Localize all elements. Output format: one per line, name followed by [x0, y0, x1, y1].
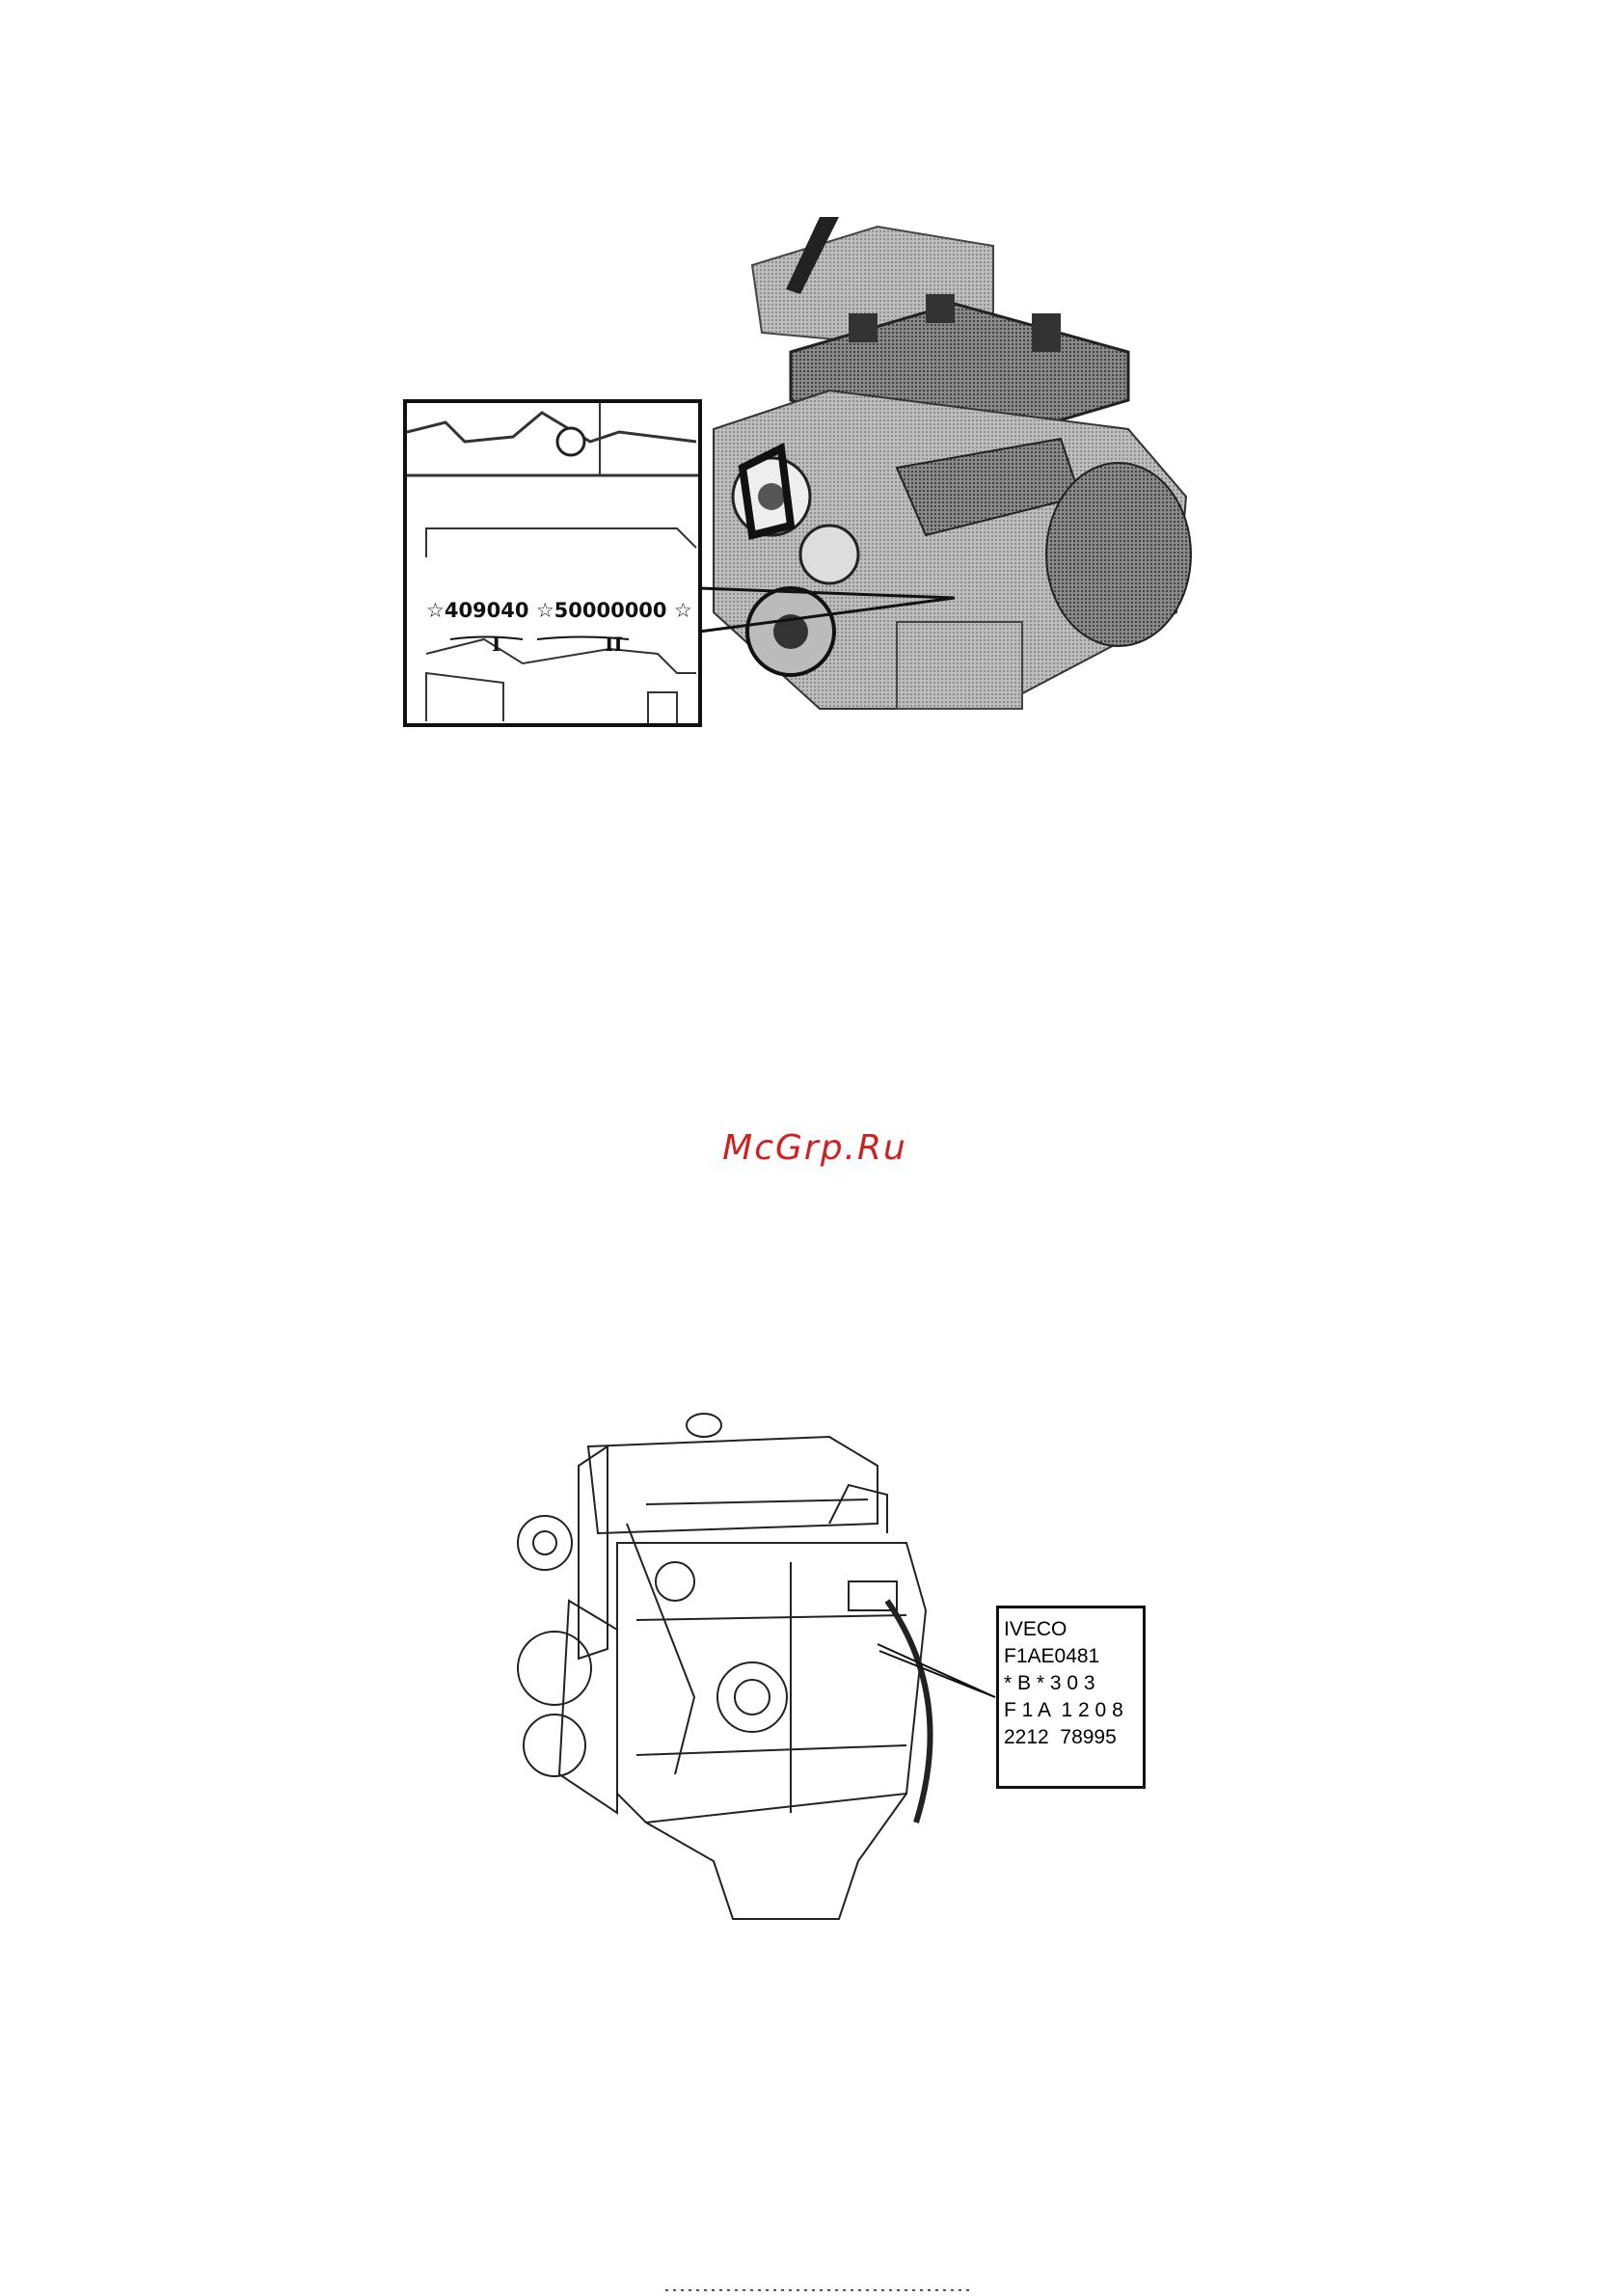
callout-background-drawing	[407, 403, 700, 725]
bottom-engine-illustration	[501, 1408, 1003, 1929]
star-icon: ☆	[426, 599, 445, 622]
engine-model-code: 409040	[445, 599, 529, 622]
plate-engine-code: F1AE0481	[1004, 1643, 1143, 1670]
engine-serial-number: ☆409040 ☆50000000 ☆	[426, 599, 692, 622]
watermark-text: McGrp.Ru	[718, 1128, 911, 1168]
serial-number-callout: ☆409040 ☆50000000 ☆ I II	[403, 399, 702, 727]
star-icon: ☆	[674, 599, 692, 622]
plate-brand: IVECO	[1004, 1616, 1143, 1643]
star-icon: ☆	[536, 599, 554, 622]
label-part-1: I	[492, 633, 500, 656]
engine-id-plate: IVECO F1AE0481 * B * 3 0 3 F 1 A 1 2 0 8…	[996, 1606, 1146, 1789]
footer-scan-artifact	[665, 2287, 974, 2293]
plate-line-4: F 1 A 1 2 0 8	[1004, 1697, 1143, 1724]
top-engine-illustration	[675, 207, 1215, 747]
plate-serial: 2212 78995	[1004, 1724, 1143, 1751]
plate-line-3: * B * 3 0 3	[1004, 1670, 1143, 1697]
callout-leader-lines	[694, 569, 984, 646]
label-part-2: II	[605, 633, 623, 656]
engine-serial-code: 50000000	[554, 599, 667, 622]
